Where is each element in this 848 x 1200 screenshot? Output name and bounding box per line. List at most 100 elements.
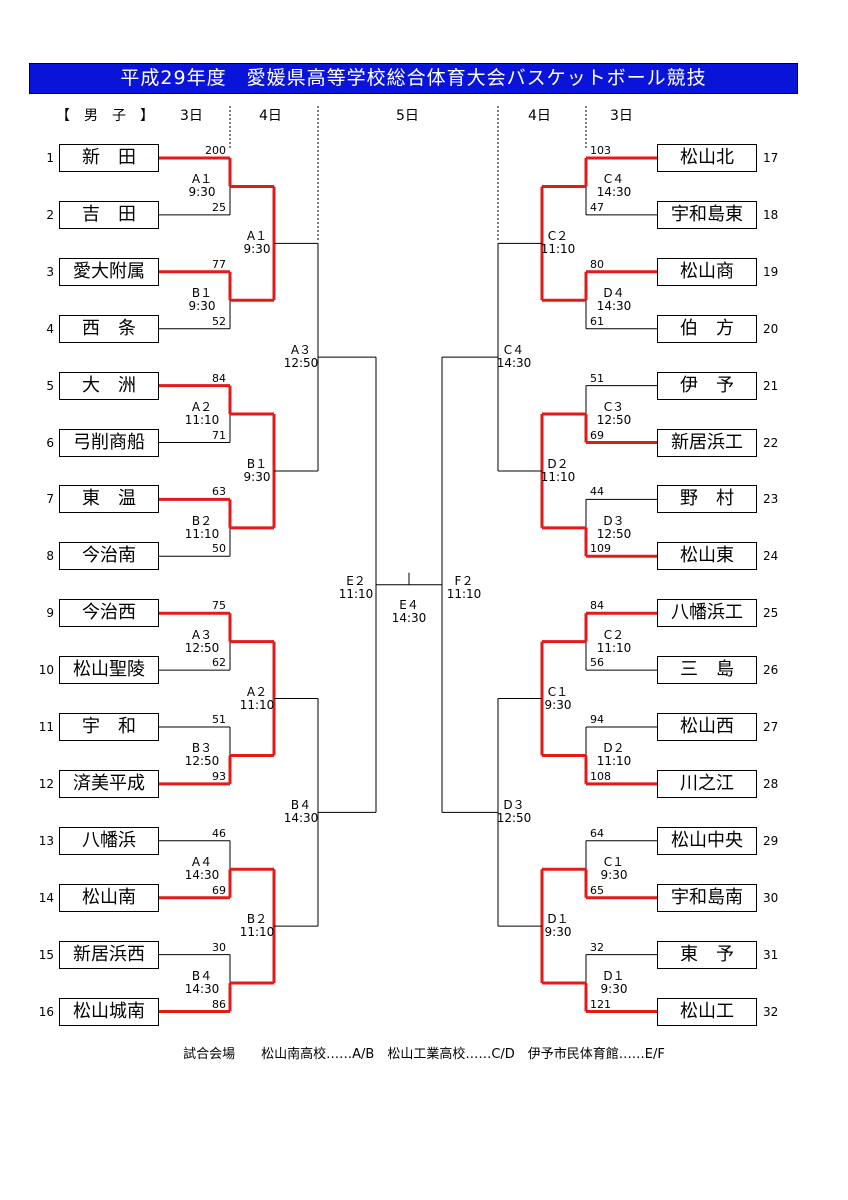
day-header-3-left: 3日 <box>180 108 203 124</box>
team-box: 伯 方 <box>657 314 757 343</box>
team-box: 松山東 <box>657 542 757 571</box>
score: 75 <box>212 599 226 613</box>
team-box: 松山西 <box>657 713 757 741</box>
team-box: 済美平成 <box>59 769 159 798</box>
seed-number: 7 <box>46 492 54 507</box>
seed-number: 9 <box>46 606 54 621</box>
match-label: A１ 9:30 <box>243 229 271 257</box>
match-label: D４ 14:30 <box>596 286 632 314</box>
match-label: B１ 9:30 <box>243 456 271 484</box>
seed-number: 10 <box>38 663 54 678</box>
score: 69 <box>590 428 604 442</box>
match-label: C４ 14:30 <box>596 172 632 200</box>
score: 103 <box>590 144 611 157</box>
team-box: 川之江 <box>657 769 757 798</box>
match-label: D２ 11:10 <box>596 741 632 769</box>
match-label: A２ 11:10 <box>239 684 275 712</box>
match-label: A４ 14:30 <box>184 855 220 883</box>
score: 47 <box>590 200 604 214</box>
seed-number: 11 <box>38 720 54 734</box>
team-box: 野 村 <box>657 485 757 514</box>
match-label: D１ 9:30 <box>600 969 628 997</box>
match-label: A２ 11:10 <box>184 400 220 428</box>
team-box: 愛大附属 <box>59 257 159 286</box>
seed-number: 18 <box>763 207 779 222</box>
match-label: E２ 11:10 <box>338 573 374 601</box>
seed-number: 2 <box>46 207 54 222</box>
match-label: B３ 12:50 <box>184 741 220 769</box>
seed-number: 22 <box>763 435 779 450</box>
day-header-5: 5日 <box>396 108 419 124</box>
seed-number: 6 <box>46 435 54 450</box>
seed-number: 3 <box>46 264 54 279</box>
match-label: C２ 11:10 <box>540 229 576 257</box>
seed-number: 32 <box>763 1004 779 1019</box>
score: 200 <box>205 144 226 157</box>
seed-number: 8 <box>46 549 54 564</box>
score: 44 <box>590 485 604 499</box>
score: 77 <box>212 257 226 271</box>
seed-number: 27 <box>763 720 779 734</box>
team-box: 松山工 <box>657 997 757 1026</box>
score: 25 <box>212 200 226 214</box>
seed-number: 4 <box>46 321 54 336</box>
team-box: 松山南 <box>59 883 159 912</box>
team-box: 松山聖陵 <box>59 656 159 685</box>
score: 61 <box>590 314 604 328</box>
score: 94 <box>590 713 604 726</box>
match-label: B１ 9:30 <box>188 286 216 314</box>
venue-footer: 試合会場 松山南高校……A/B 松山工業高校……C/D 伊予市民体育館……E/F <box>183 1047 665 1062</box>
seed-number: 29 <box>763 833 779 848</box>
score: 56 <box>590 656 604 670</box>
match-label: D３ 12:50 <box>496 798 532 826</box>
title-banner: 平成29年度 愛媛県高等学校総合体育大会バスケットボール競技 <box>29 63 798 94</box>
team-box: 宇和島南 <box>657 883 757 912</box>
division-label: 【 男 子 】 <box>56 108 154 124</box>
day-header-4-left: 4日 <box>259 108 282 124</box>
team-box: 今治西 <box>59 599 159 628</box>
team-box: 弓削商船 <box>59 428 159 457</box>
score: 32 <box>590 940 604 954</box>
team-box: 八幡浜 <box>59 826 159 855</box>
score: 69 <box>212 883 226 897</box>
match-label: C２ 11:10 <box>596 627 632 655</box>
score: 51 <box>212 713 226 726</box>
team-box: 新居浜工 <box>657 428 757 457</box>
team-box: 西 条 <box>59 314 159 343</box>
seed-number: 5 <box>46 378 54 393</box>
match-label: B４ 14:30 <box>283 798 319 826</box>
seed-number: 14 <box>38 890 54 905</box>
team-box: 松山商 <box>657 257 757 286</box>
seed-number: 26 <box>763 663 779 678</box>
team-box: 松山城南 <box>59 997 159 1026</box>
match-label: D３ 12:50 <box>596 513 632 541</box>
score: 84 <box>212 371 226 385</box>
seed-number: 1 <box>46 151 54 165</box>
match-label: D２ 11:10 <box>540 456 576 484</box>
team-box: 新居浜西 <box>59 940 159 969</box>
seed-number: 17 <box>763 151 779 165</box>
seed-number: 16 <box>38 1004 54 1019</box>
score: 71 <box>212 428 226 442</box>
match-label: B２ 11:10 <box>239 912 275 940</box>
score: 84 <box>590 599 604 613</box>
score: 63 <box>212 485 226 499</box>
score: 46 <box>212 826 226 840</box>
seed-number: 19 <box>763 264 779 279</box>
match-label: C４ 14:30 <box>496 343 532 371</box>
seed-number: 24 <box>763 549 779 564</box>
score: 64 <box>590 826 604 840</box>
score: 108 <box>590 769 611 783</box>
score: 80 <box>590 257 604 271</box>
score: 93 <box>212 769 226 783</box>
team-box: 三 島 <box>657 656 757 685</box>
team-box: 八幡浜工 <box>657 599 757 628</box>
seed-number: 25 <box>763 606 779 621</box>
team-box: 宇和島東 <box>657 200 757 229</box>
team-box: 松山中央 <box>657 826 757 855</box>
match-label: D１ 9:30 <box>544 912 572 940</box>
match-label: A３ 12:50 <box>184 627 220 655</box>
match-label: B２ 11:10 <box>184 513 220 541</box>
team-box: 大 洲 <box>59 371 159 400</box>
match-label: A１ 9:30 <box>188 172 216 200</box>
